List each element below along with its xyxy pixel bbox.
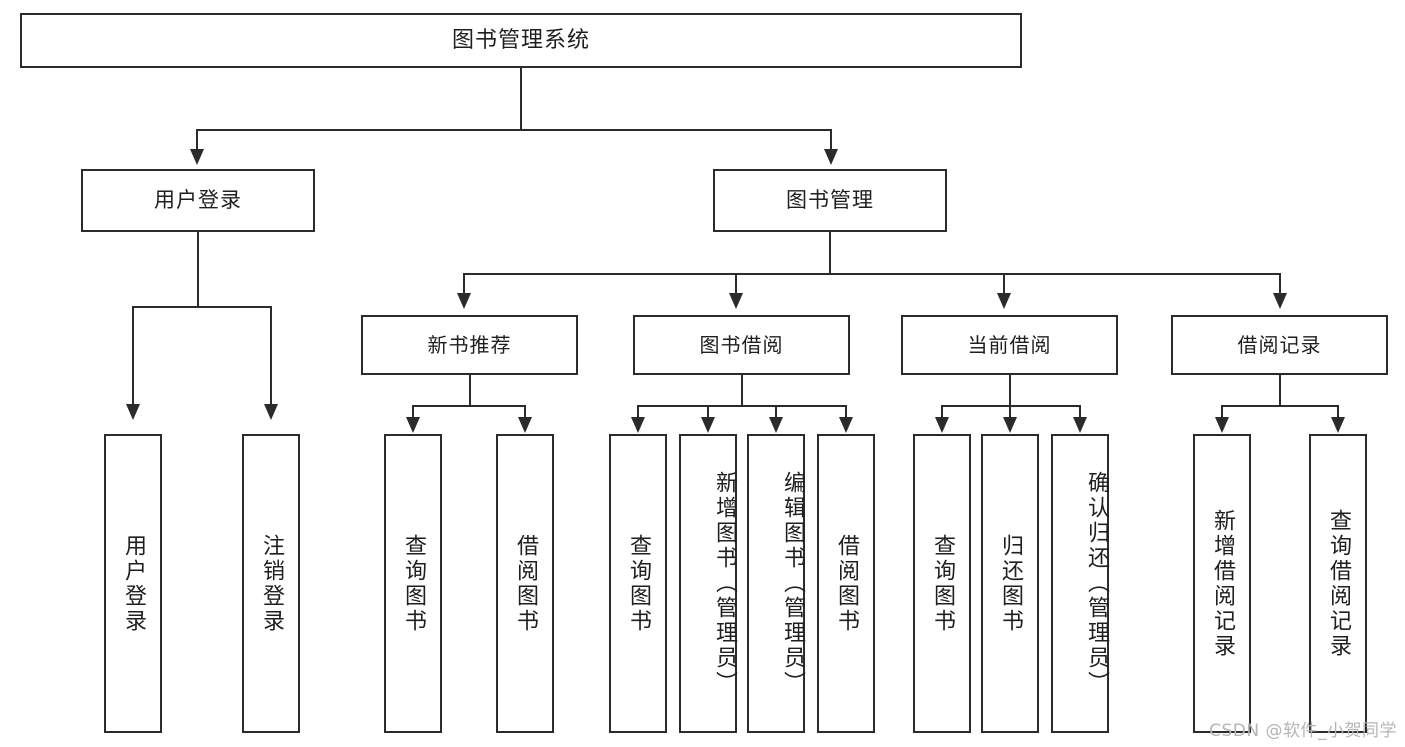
node-label: 编辑图书（管理员） — [780, 471, 805, 696]
node-label: 新增借阅记录 — [1210, 508, 1235, 659]
arrowhead-new-book-recommend — [457, 293, 471, 309]
node-label: 借阅记录 — [1237, 332, 1322, 357]
node-root-book-management-system[interactable]: 图书管理系统 — [20, 13, 1022, 68]
edge-bb-bus — [637, 405, 847, 407]
node-new-book-recommend[interactable]: 新书推荐 — [361, 315, 578, 375]
leaf-br-add-record[interactable]: 新增借阅记录 — [1193, 434, 1251, 733]
node-label: 归还图书 — [998, 533, 1023, 634]
arrowhead-bb-leaf-0 — [631, 417, 645, 433]
edge-root-to-user-login — [196, 129, 198, 151]
leaf-user-login[interactable]: 用户登录 — [104, 434, 162, 733]
leaf-cb-confirm-return-admin[interactable]: 确认归还（管理员） — [1051, 434, 1109, 733]
edge-cb-to-leaf-0 — [941, 405, 943, 419]
node-label: 查询图书 — [626, 533, 651, 634]
edge-bb-to-leaf-0 — [637, 405, 639, 419]
arrowhead-book-borrow — [729, 293, 743, 309]
arrowhead-cb-leaf-1 — [1003, 417, 1017, 433]
node-label: 确认归还（管理员） — [1084, 471, 1109, 696]
edge-book-management-stem — [829, 232, 831, 274]
node-user-login[interactable]: 用户登录 — [81, 169, 315, 232]
arrowhead-user-login-leaf-1 — [264, 404, 278, 420]
arrowhead-br-leaf-1 — [1331, 417, 1345, 433]
edge-user-login-bus — [132, 306, 272, 308]
node-label: 查询图书 — [930, 533, 955, 634]
edge-bm-to-book-borrow — [735, 273, 737, 295]
node-book-management[interactable]: 图书管理 — [713, 169, 947, 232]
leaf-cb-query-books[interactable]: 查询图书 — [913, 434, 971, 733]
edge-cb-bus — [941, 405, 1081, 407]
arrowhead-bb-leaf-2 — [769, 417, 783, 433]
arrowhead-br-leaf-0 — [1215, 417, 1229, 433]
arrowhead-user-login-leaf-0 — [126, 404, 140, 420]
node-label: 新书推荐 — [427, 332, 512, 357]
edge-nbr-stem — [469, 375, 471, 406]
arrowhead-book-management — [824, 149, 838, 165]
leaf-bb-query-books[interactable]: 查询图书 — [609, 434, 667, 733]
edge-user-login-stem — [197, 232, 199, 307]
edge-user-login-to-leaf-0 — [132, 306, 134, 406]
node-label: 用户登录 — [154, 188, 242, 213]
edge-user-login-to-leaf-1 — [270, 306, 272, 406]
edge-root-stem — [520, 68, 522, 130]
leaf-logout[interactable]: 注销登录 — [242, 434, 300, 733]
edge-root-bus — [196, 129, 832, 131]
node-label: 查询图书 — [401, 533, 426, 634]
node-book-borrow[interactable]: 图书借阅 — [633, 315, 850, 375]
node-label: 注销登录 — [259, 533, 284, 634]
edge-nbr-bus — [412, 405, 526, 407]
edge-br-bus — [1221, 405, 1339, 407]
arrowhead-borrow-record — [1273, 293, 1287, 309]
edge-bm-to-borrow-record — [1279, 273, 1281, 295]
node-label: 借阅图书 — [834, 533, 859, 634]
edge-cb-to-leaf-2 — [1079, 405, 1081, 419]
node-label: 图书管理 — [786, 188, 874, 213]
arrowhead-cb-leaf-0 — [935, 417, 949, 433]
leaf-nbr-borrow-books[interactable]: 借阅图书 — [496, 434, 554, 733]
arrowhead-nbr-leaf-0 — [406, 417, 420, 433]
leaf-bb-borrow-books[interactable]: 借阅图书 — [817, 434, 875, 733]
edge-nbr-to-leaf-1 — [524, 405, 526, 419]
node-current-borrow[interactable]: 当前借阅 — [901, 315, 1118, 375]
arrowhead-bb-leaf-3 — [839, 417, 853, 433]
node-label: 查询借阅记录 — [1326, 508, 1351, 659]
node-label: 当前借阅 — [967, 332, 1052, 357]
edge-book-management-bus — [463, 273, 1281, 275]
arrowhead-nbr-leaf-1 — [518, 417, 532, 433]
leaf-nbr-query-books[interactable]: 查询图书 — [384, 434, 442, 733]
edge-cb-to-leaf-1 — [1009, 405, 1011, 419]
edge-bm-to-new-book-recommend — [463, 273, 465, 295]
edge-br-to-leaf-1 — [1337, 405, 1339, 419]
leaf-bb-add-book-admin[interactable]: 新增图书（管理员） — [679, 434, 737, 733]
arrowhead-current-borrow — [997, 293, 1011, 309]
edge-nbr-to-leaf-0 — [412, 405, 414, 419]
edge-bb-to-leaf-2 — [775, 405, 777, 419]
leaf-cb-return-books[interactable]: 归还图书 — [981, 434, 1039, 733]
leaf-bb-edit-book-admin[interactable]: 编辑图书（管理员） — [747, 434, 805, 733]
edge-bm-to-current-borrow — [1003, 273, 1005, 295]
edge-br-to-leaf-0 — [1221, 405, 1223, 419]
node-label: 用户登录 — [121, 533, 146, 634]
edge-root-to-book-management — [830, 129, 832, 151]
edge-br-stem — [1279, 375, 1281, 406]
node-label: 图书借阅 — [699, 332, 784, 357]
arrowhead-cb-leaf-2 — [1073, 417, 1087, 433]
node-label: 借阅图书 — [513, 533, 538, 634]
node-borrow-record[interactable]: 借阅记录 — [1171, 315, 1388, 375]
edge-bb-to-leaf-3 — [845, 405, 847, 419]
node-label: 图书管理系统 — [451, 27, 590, 53]
arrowhead-user-login — [190, 149, 204, 165]
edge-bb-to-leaf-1 — [707, 405, 709, 419]
edge-cb-stem — [1009, 375, 1011, 406]
node-label: 新增图书（管理员） — [712, 471, 737, 696]
leaf-br-query-record[interactable]: 查询借阅记录 — [1309, 434, 1367, 733]
arrowhead-bb-leaf-1 — [701, 417, 715, 433]
edge-bb-stem — [741, 375, 743, 406]
